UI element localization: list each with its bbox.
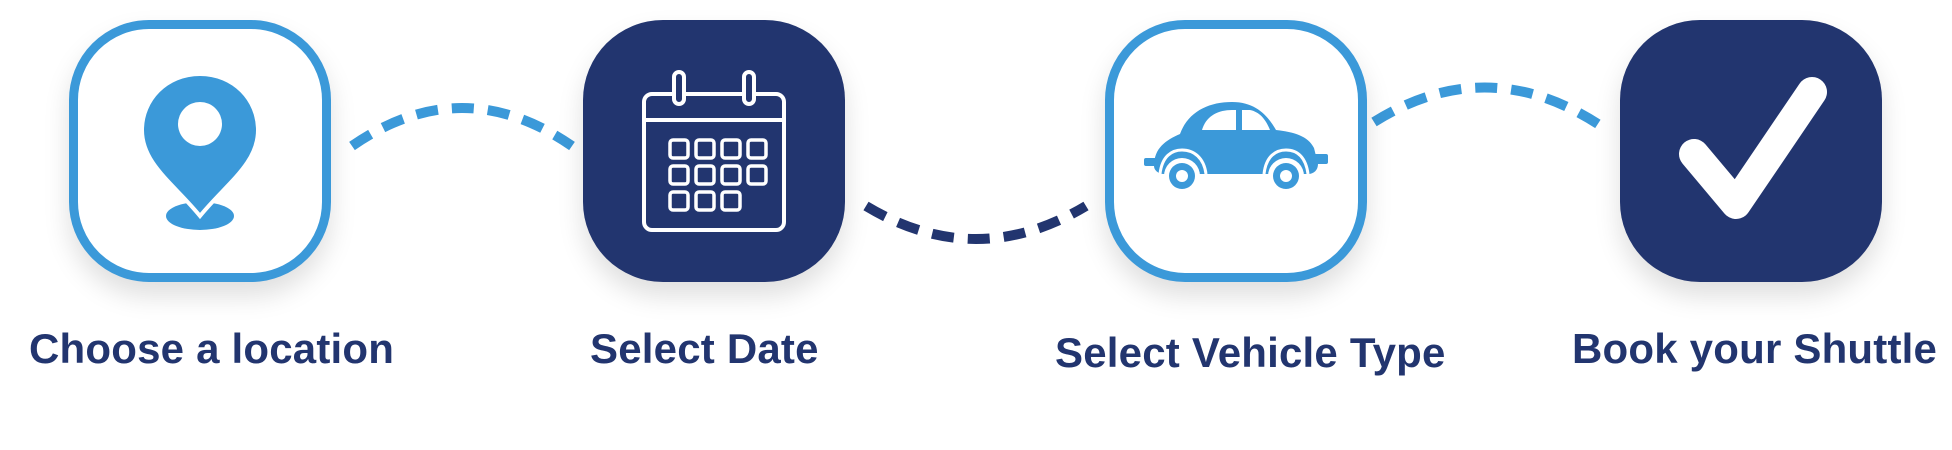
step-2-tile	[583, 20, 845, 282]
calendar-icon	[642, 70, 786, 232]
location-pin-icon	[139, 71, 261, 230]
checkmark-icon	[1679, 77, 1827, 219]
connector-3-to-4	[1371, 82, 1601, 129]
car-icon	[1144, 102, 1328, 194]
connector-1-to-2	[349, 103, 575, 151]
step-4-label: Book your Shuttle	[1572, 325, 1938, 372]
connector-2-to-3	[863, 201, 1089, 244]
step-3-tile	[1105, 20, 1367, 282]
step-1-label: Choose a location	[29, 325, 395, 372]
step-3-label: Select Vehicle Type	[1055, 329, 1446, 376]
step-2-label: Select Date	[590, 325, 819, 372]
step-4-tile	[1620, 20, 1882, 282]
step-1-tile	[69, 20, 331, 282]
